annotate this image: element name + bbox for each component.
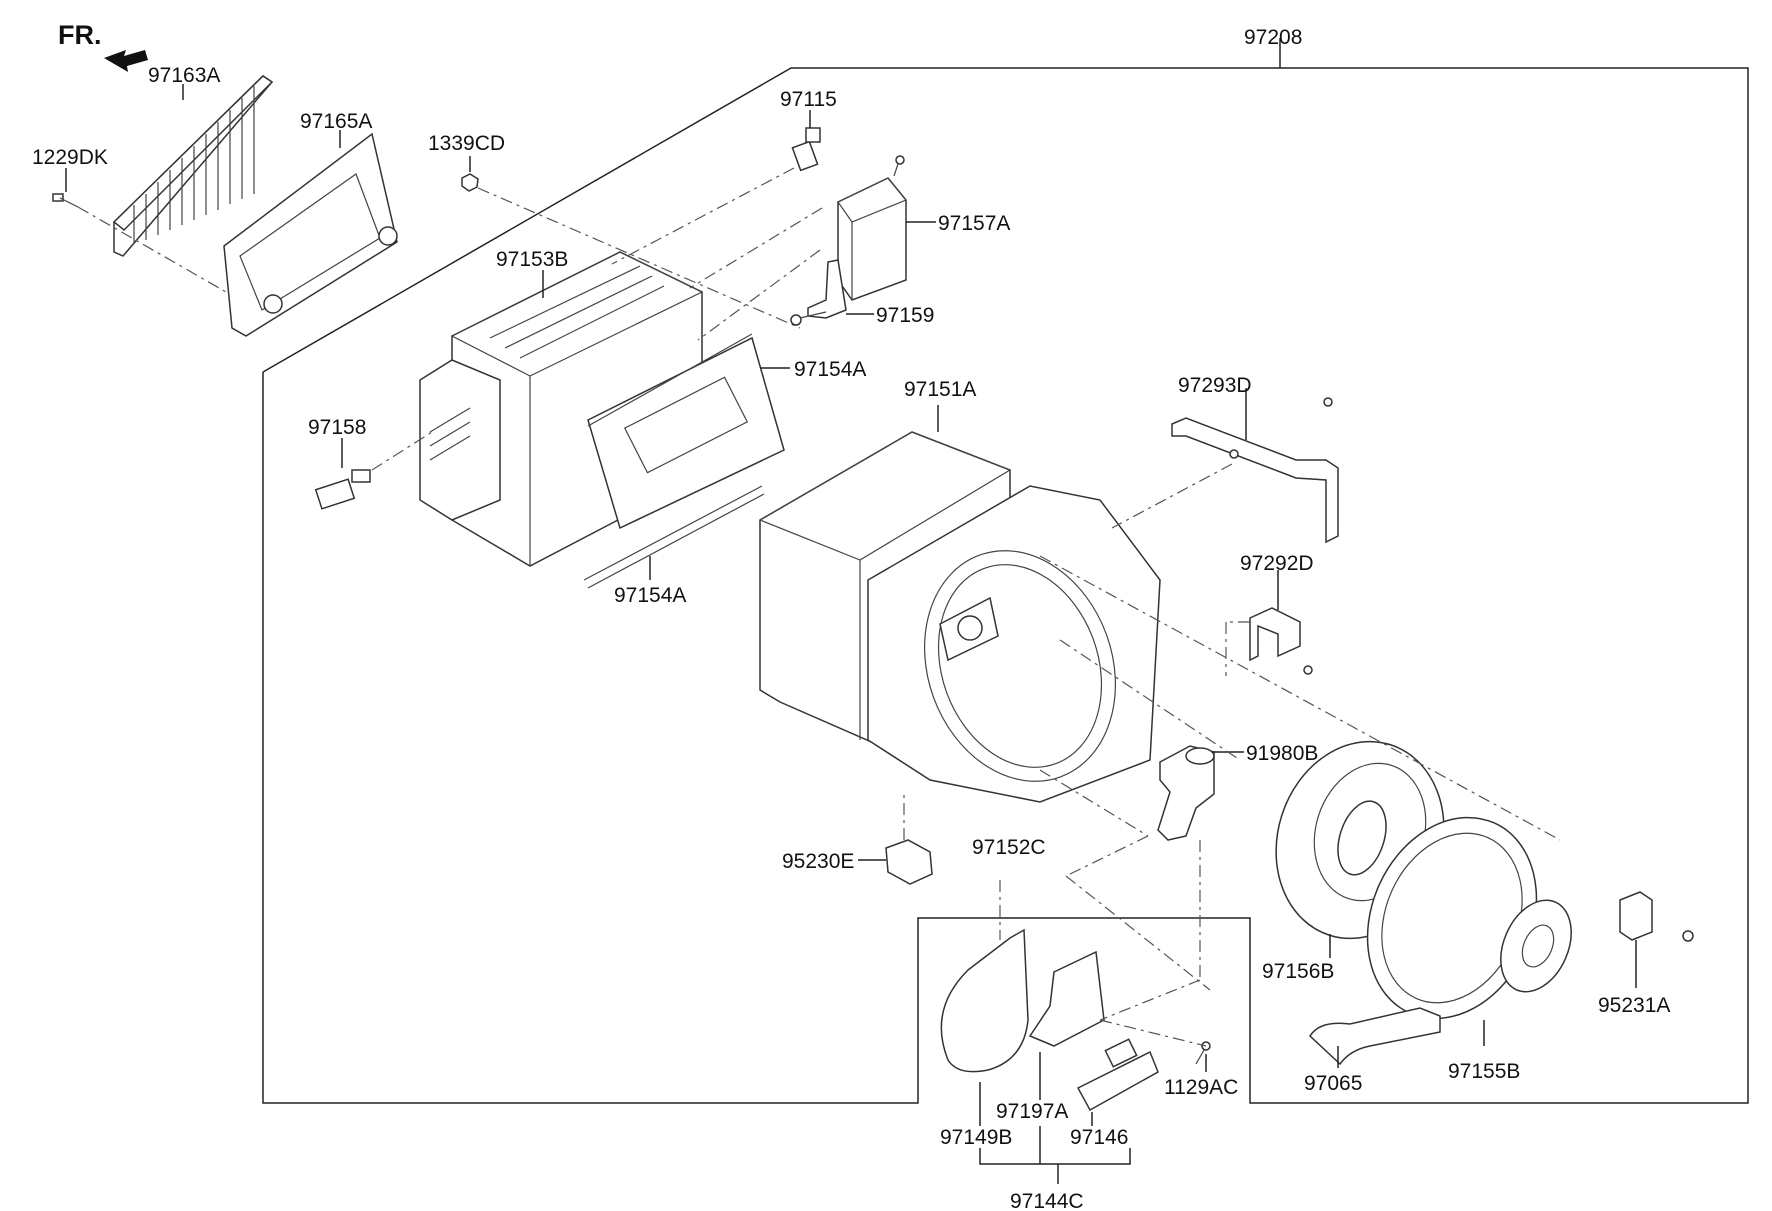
label-91980b: 91980B (1246, 742, 1318, 765)
label-97197a: 97197A (996, 1100, 1068, 1123)
valve-97146-part (1076, 1038, 1159, 1112)
label-95230e: 95230E (782, 850, 854, 873)
label-1339cd: 1339CD (428, 132, 505, 155)
drain-hose-part (1309, 1007, 1441, 1066)
label-1129ac: 1129AC (1164, 1076, 1238, 1099)
door-lower-part (583, 485, 765, 589)
label-1229dk: 1229DK (32, 146, 108, 169)
screw-actuator-part (893, 155, 905, 177)
label-97151a: 97151A (904, 378, 976, 401)
nut-1339cd-part (461, 173, 479, 192)
assembly-frame (262, 67, 1749, 1104)
filter-cover-part (223, 132, 398, 337)
label-97158: 97158 (308, 416, 366, 439)
blower-housing-part (758, 431, 1161, 803)
label-97155b: 97155B (1448, 1060, 1520, 1083)
label-97152c: 97152C (972, 836, 1046, 859)
label-97292d: 97292D (1240, 552, 1314, 575)
label-95231a: 95231A (1598, 994, 1670, 1017)
resistor-95230e-part (885, 839, 933, 885)
bolt-1229dk-part (52, 193, 79, 208)
label-97154a-top: 97154A (794, 358, 866, 381)
sensor-97158-part (314, 469, 371, 510)
door-upper-part (587, 333, 785, 530)
screw-97292d-part (1303, 665, 1313, 675)
blower-motor-part (1366, 816, 1572, 1020)
screw-connector-part (1682, 930, 1694, 942)
label-97153b: 97153B (496, 248, 568, 271)
label-97149b: 97149B (940, 1126, 1012, 1149)
label-97157a: 97157A (938, 212, 1010, 235)
connector-95231a-part (1619, 891, 1653, 941)
label-97144c: 97144C (1010, 1190, 1084, 1211)
front-direction-indicator: FR. (58, 20, 148, 72)
label-97156b: 97156B (1262, 960, 1334, 983)
label-97163a: 97163A (148, 64, 220, 87)
label-97293d: 97293D (1178, 374, 1252, 397)
link-97159-part (790, 259, 847, 326)
label-97208: 97208 (1244, 26, 1302, 49)
label-97065: 97065 (1304, 1072, 1362, 1095)
bracket-97197a-part (1028, 950, 1105, 1047)
bracket-97292d-part (1249, 607, 1301, 662)
pin-97115-part (791, 127, 821, 172)
screw-bracket-part (1323, 397, 1333, 407)
hose-97149b-part (940, 928, 1029, 1073)
actuator-97157a-part (837, 177, 907, 301)
front-arrow-icon (104, 50, 148, 72)
label-97115: 97115 (780, 88, 837, 111)
label-97146: 97146 (1070, 1126, 1128, 1149)
front-direction-label: FR. (58, 20, 102, 50)
group-97144c-bracket (979, 1126, 1131, 1184)
duct-91980b-part (1157, 745, 1215, 841)
label-97154a-bottom: 97154A (614, 584, 686, 607)
air-filter-part (112, 75, 274, 257)
label-97159: 97159 (876, 304, 934, 327)
label-97165a: 97165A (300, 110, 372, 133)
bracket-97293d-part (1171, 417, 1339, 544)
